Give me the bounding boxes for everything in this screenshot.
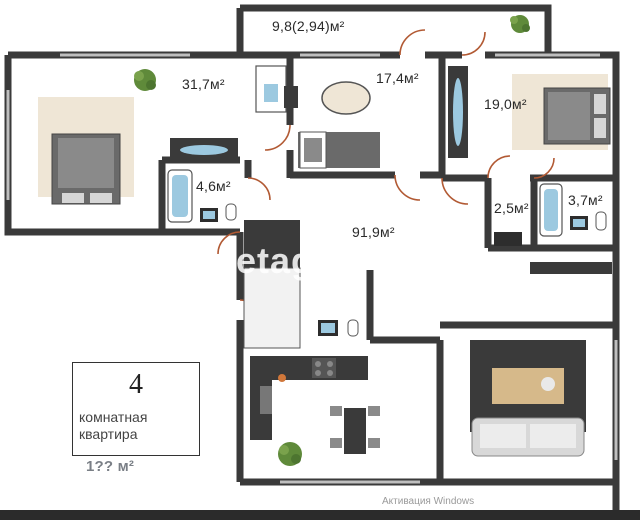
hall-wardrobe	[243, 267, 301, 349]
dining-table-icon	[330, 406, 380, 454]
room-area-bathroom-right: 3,7м²	[568, 192, 603, 208]
hall-shelf	[530, 262, 612, 274]
plant-icon	[278, 442, 302, 466]
taskbar	[0, 510, 640, 520]
sink-icon	[494, 232, 522, 246]
room-area-bedroom-left: 31,7м²	[182, 76, 225, 92]
windows	[6, 53, 618, 484]
apartment-info: 4 комнатная квартира	[72, 362, 200, 456]
hall-cabinet	[244, 220, 300, 268]
toilet-icon	[225, 203, 237, 221]
rug	[321, 81, 371, 115]
sink-icon	[570, 216, 588, 230]
sink-icon	[318, 320, 338, 336]
room-area-balcony: 9,8(2,94)м²	[272, 18, 345, 34]
sofa-icon	[471, 417, 585, 457]
windows-activation-notice: Активация Windows	[382, 496, 475, 507]
doors	[217, 29, 555, 321]
kitchen-counter	[250, 356, 368, 440]
apartment-type: комнатная квартира	[79, 409, 148, 442]
total-area: 1?? м²	[86, 458, 135, 475]
room-area-hall: 91,9м²	[352, 224, 395, 240]
bed-icon	[298, 131, 380, 169]
toilet-icon	[347, 319, 359, 337]
room-area-bedroom-middle: 17,4м²	[376, 70, 419, 86]
rooms-count: 4	[129, 369, 143, 400]
bathtub-icon	[539, 183, 563, 237]
sink-icon	[200, 208, 218, 222]
room-area-bedroom-right: 19,0м²	[484, 96, 527, 112]
wardrobe-icon	[448, 66, 468, 158]
walls	[4, 4, 620, 512]
desk-icon	[255, 65, 298, 113]
room-area-wc: 2,5м²	[494, 200, 529, 216]
double-bed-icon	[543, 87, 611, 145]
toilet-icon	[595, 211, 607, 231]
plant-icon	[134, 69, 156, 91]
bathtub-icon	[167, 169, 193, 223]
room-area-bathroom-left: 4,6м²	[196, 178, 231, 194]
plant-icon	[510, 15, 530, 33]
watermark: etagi	[236, 240, 326, 281]
double-bed-icon	[51, 133, 121, 205]
wardrobe-icon	[170, 138, 238, 158]
